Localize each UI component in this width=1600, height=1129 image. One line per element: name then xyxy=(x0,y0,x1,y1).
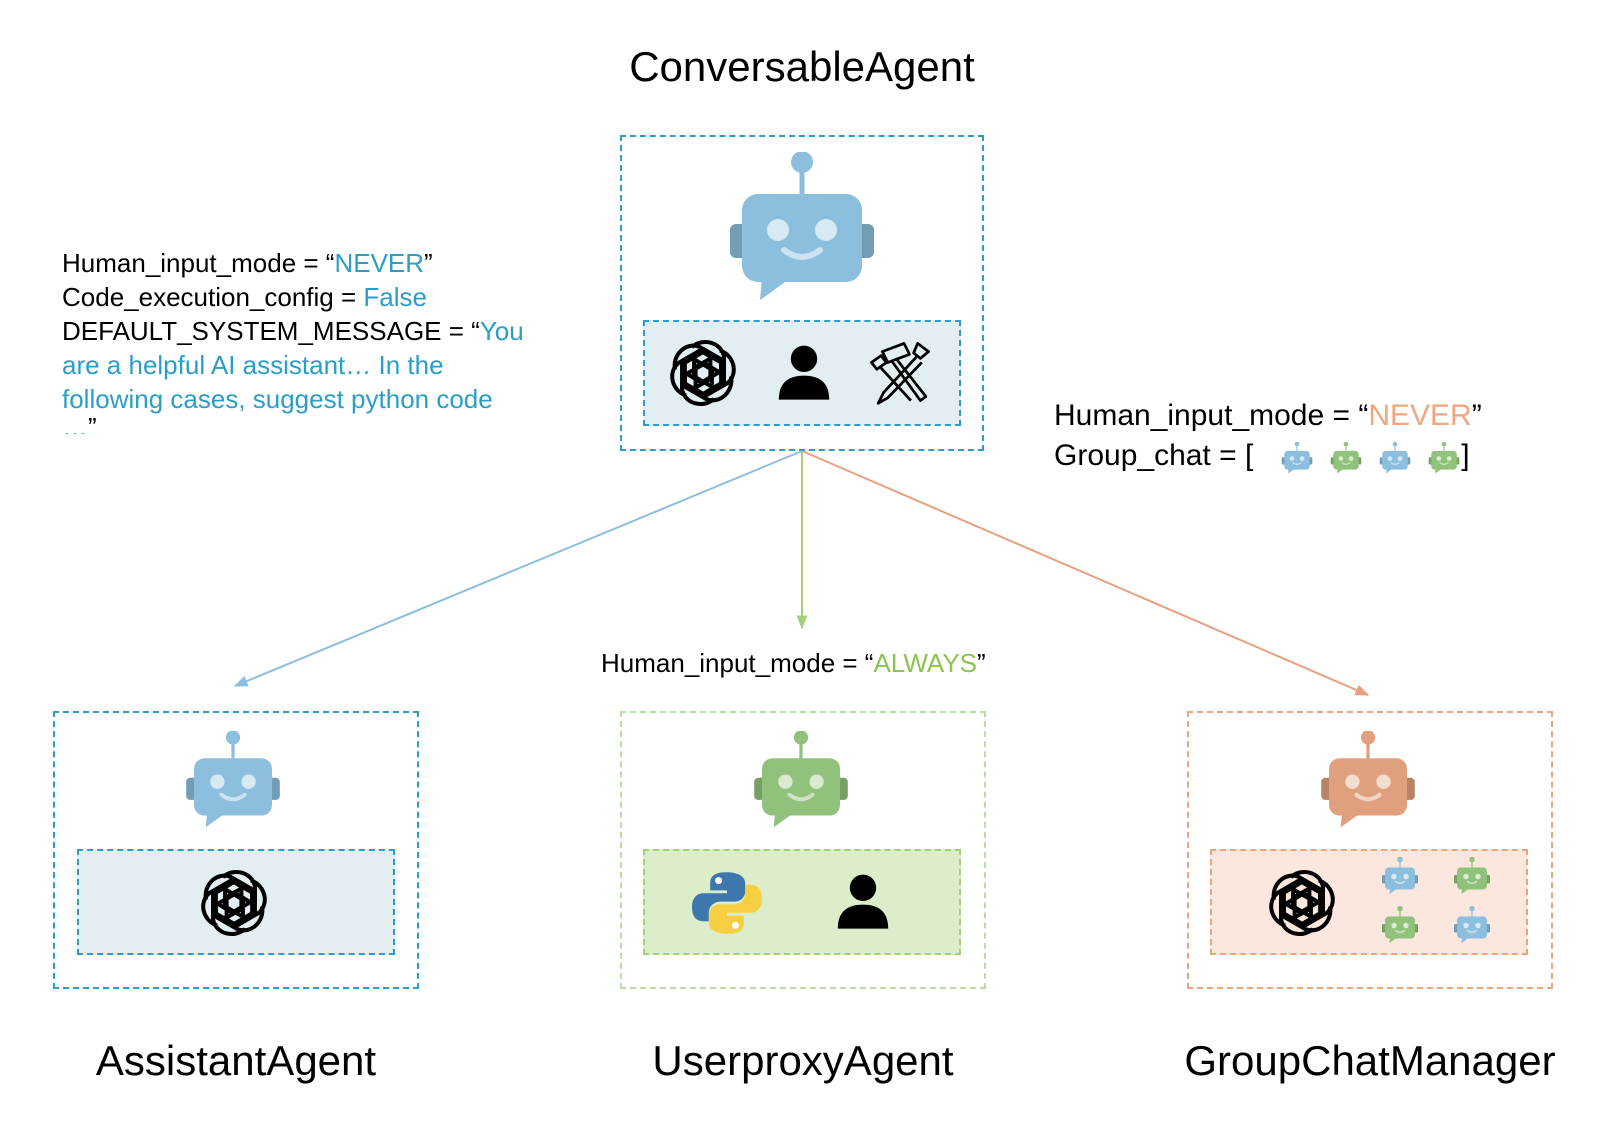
userproxy-config-text: Human_input_mode = “ALWAYS” xyxy=(601,648,986,678)
config-line: Human_input_mode = “NEVER” xyxy=(1054,399,1482,432)
groupchat-manager-title: GroupChatManager xyxy=(1184,1037,1556,1084)
mini-robot-icon xyxy=(1329,442,1363,476)
mini-robot-icon xyxy=(1378,442,1412,476)
robot-icon xyxy=(1316,731,1420,835)
edge-to-groupchat xyxy=(801,450,1370,696)
config-line: Human_input_mode = “NEVER” xyxy=(62,248,433,278)
edge-to-assistant xyxy=(233,450,803,687)
person-icon xyxy=(833,871,893,931)
robot-icon xyxy=(749,731,853,835)
assistant-agent-box xyxy=(53,711,419,989)
conversable-agent-title: ConversableAgent xyxy=(629,43,975,90)
openai-icon xyxy=(197,866,271,940)
config-line: Code_execution_config = False xyxy=(62,282,427,312)
groupchat-config-text: Human_input_mode = “NEVER” Group_chat = … xyxy=(1054,396,1482,476)
config-line: DEFAULT_SYSTEM_MESSAGE = “You xyxy=(62,316,524,346)
userproxy-agent-box xyxy=(620,711,986,989)
mini-robot-icon xyxy=(1380,906,1420,946)
conversable-agent-box xyxy=(620,135,984,451)
assistant-agent-title: AssistantAgent xyxy=(95,1037,377,1084)
assistant-config-text: Human_input_mode = “NEVER” Code_executio… xyxy=(62,246,524,434)
mini-robot-icon xyxy=(1427,442,1461,476)
assistant-tools-panel xyxy=(77,849,395,955)
robot-icon xyxy=(722,152,882,312)
robot-icon xyxy=(181,731,285,835)
openai-icon xyxy=(666,336,740,410)
tools-icon xyxy=(866,338,934,406)
openai-icon xyxy=(1265,866,1339,940)
mini-robot-icon xyxy=(1280,442,1314,476)
config-line: …” xyxy=(62,416,97,434)
mini-robot-icon xyxy=(1380,857,1420,897)
config-line: following cases, suggest python code xyxy=(62,384,493,414)
groupchat-manager-box xyxy=(1187,711,1553,989)
python-icon xyxy=(692,868,762,938)
userproxy-agent-title: UserproxyAgent xyxy=(652,1037,954,1084)
person-icon xyxy=(774,342,834,402)
mini-robot-icon xyxy=(1452,906,1492,946)
config-line: Group_chat = [] xyxy=(1054,439,1470,472)
userproxy-tools-panel xyxy=(643,849,961,955)
config-line: are a helpful AI assistant… In the xyxy=(62,350,444,380)
mini-robot-icon xyxy=(1452,857,1492,897)
